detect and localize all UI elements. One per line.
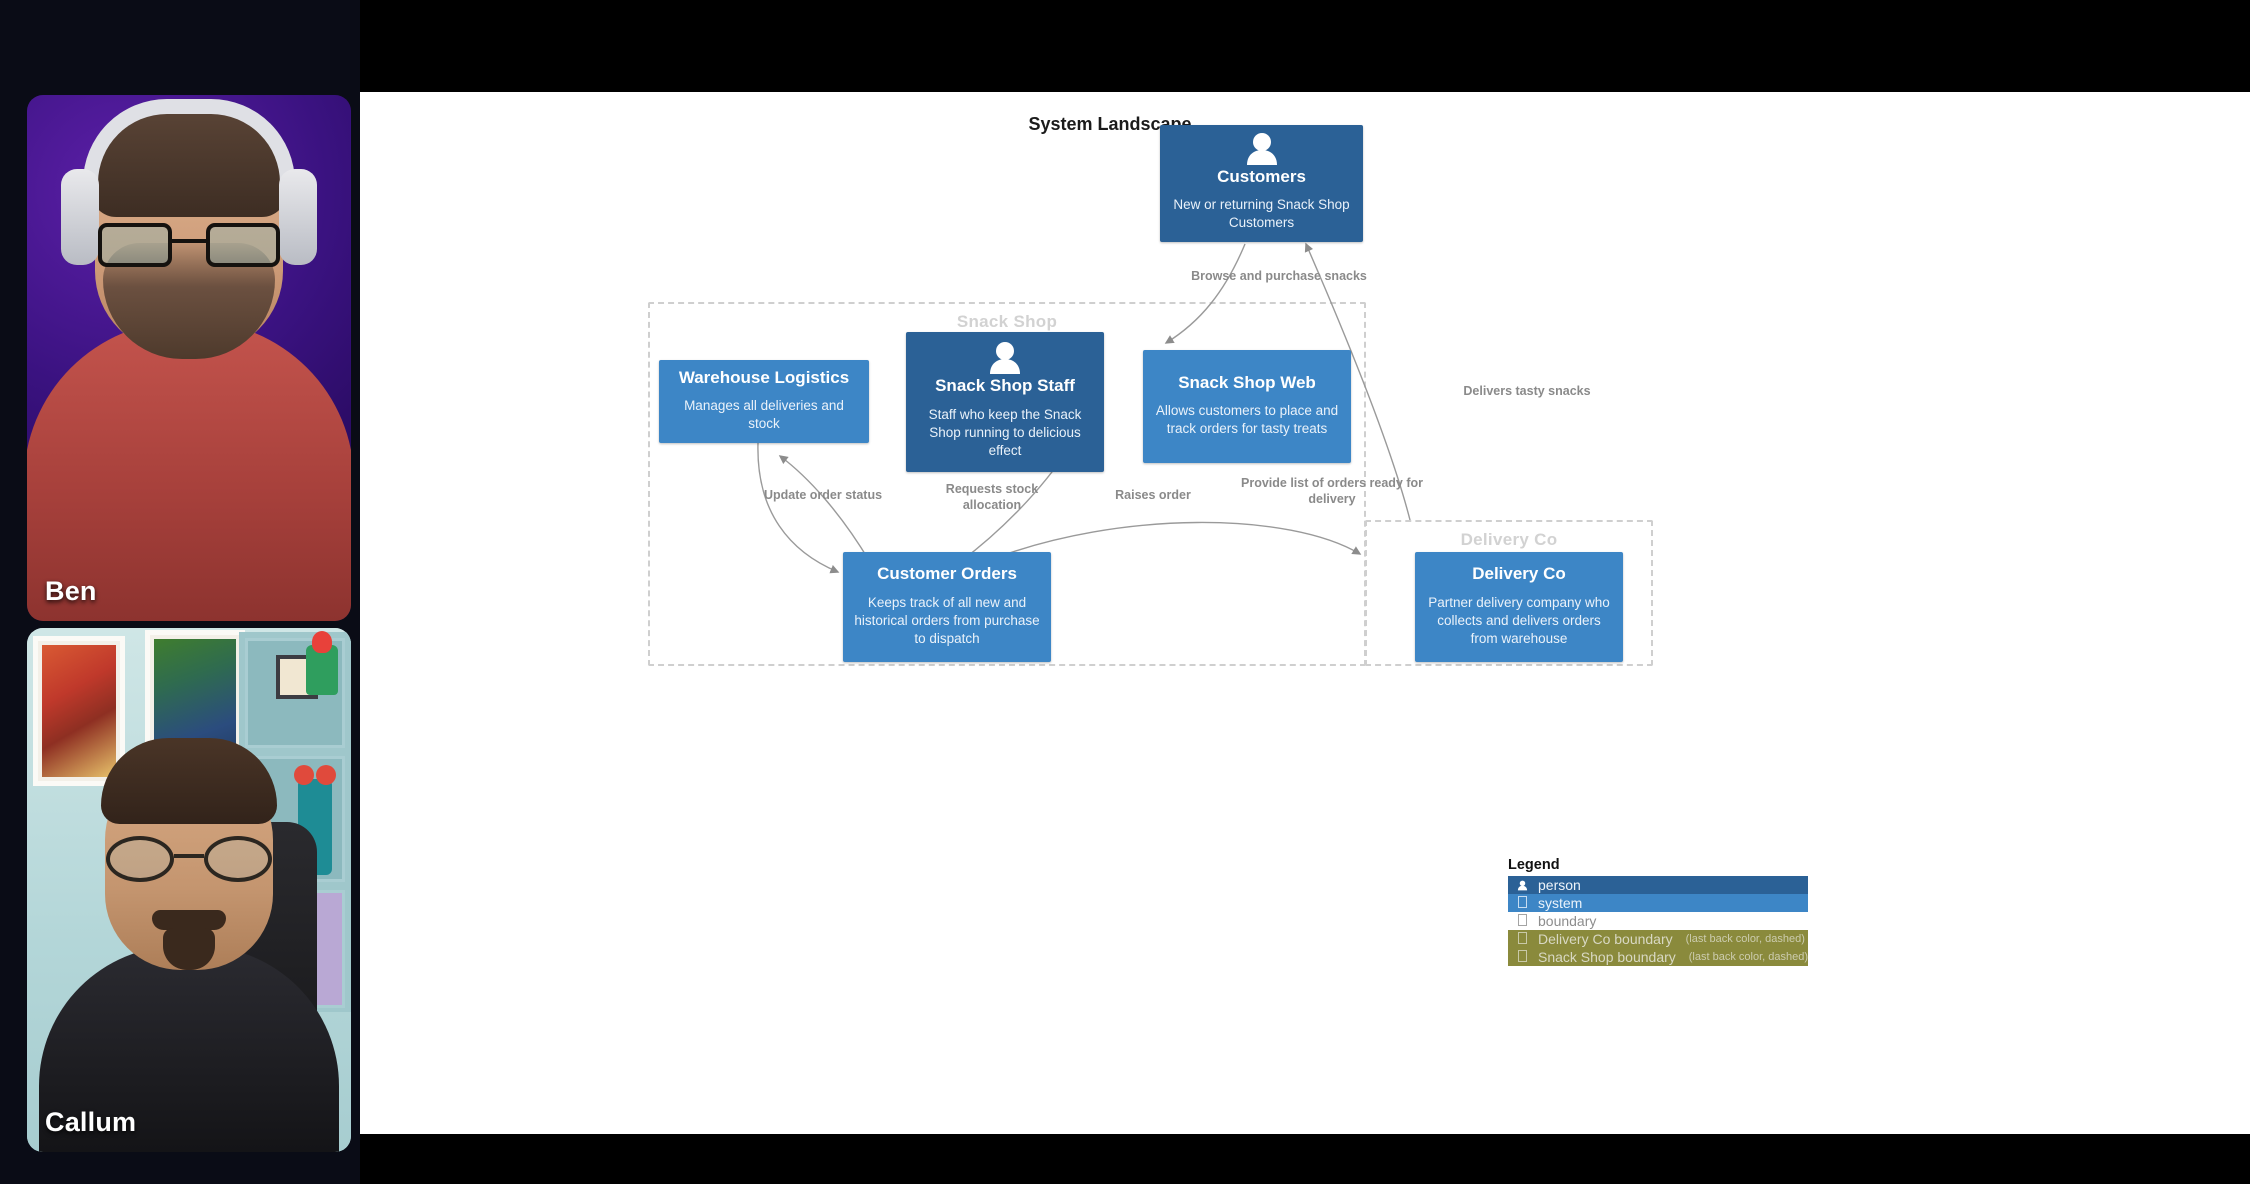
node-snack-shop-web[interactable]: Snack Shop Web Allows customers to place… [1143, 350, 1351, 463]
edge-label-requests-stock: Requests stock allocation [945, 482, 1039, 512]
participant-name-callum: Callum [45, 1107, 137, 1137]
edge-label-provide-list: Provide list of orders ready for deliver… [1241, 476, 1423, 506]
ben-lens-right [206, 223, 280, 267]
node-description: Allows customers to place and track orde… [1155, 403, 1339, 437]
ben-headphone-band [83, 99, 295, 183]
shared-screen[interactable]: System Landscape Snack Shop Delivery Co [360, 0, 2250, 1184]
callum-video-background [27, 628, 351, 1152]
legend-row-delivery-co-boundary: Delivery Co boundary (last back color, d… [1508, 930, 1808, 948]
callum-glasses-bridge [174, 854, 204, 858]
legend-label: boundary [1538, 913, 1597, 929]
person-icon [1170, 132, 1353, 165]
diagram-title: System Landscape [1028, 114, 1192, 134]
ben-headphone-left [61, 169, 99, 265]
shared-screen-topbar [360, 0, 2250, 92]
node-title: Customers [1217, 166, 1306, 186]
edge-label-delivers-snacks: Delivers tasty snacks [1463, 384, 1591, 398]
node-snack-shop-staff[interactable]: Snack Shop Staff Staff who keep the Snac… [906, 332, 1104, 472]
legend-label: person [1538, 877, 1581, 893]
legend-note: (last back color, dashed) [1685, 933, 1805, 945]
node-title: Delivery Co [1472, 564, 1566, 584]
box-icon [1514, 914, 1530, 928]
node-delivery-co[interactable]: Delivery Co Partner delivery company who… [1415, 552, 1623, 662]
boundary-delivery-co: Delivery Co [1365, 520, 1653, 666]
edge-requests-stock [778, 455, 871, 563]
plant-decoration [306, 631, 338, 695]
node-description: New or returning Snack Shop Customers [1173, 197, 1350, 231]
person-icon [916, 342, 1094, 375]
boundary-label-delivery-co: Delivery Co [1460, 530, 1558, 549]
participant-name-ben: Ben [45, 576, 97, 606]
legend: Legend person system [1508, 857, 1808, 966]
callum-moustache [152, 910, 226, 930]
edge-update-order-status [757, 442, 840, 574]
callum-lens-left [106, 836, 174, 882]
node-description: Staff who keep the Snack Shop running to… [928, 406, 1082, 458]
legend-label: Delivery Co boundary [1538, 931, 1673, 947]
legend-title: Legend [1508, 857, 1560, 873]
node-customer-orders[interactable]: Customer Orders Keeps track of all new a… [843, 552, 1051, 662]
boundary-snack-shop: Snack Shop [648, 302, 1366, 666]
shelf-compartment [245, 631, 345, 748]
ben-video-background [27, 95, 351, 621]
callum-glasses [106, 836, 272, 884]
edge-label-update-order-status: Update order status [763, 488, 883, 502]
callum-torso [39, 946, 339, 1152]
legend-label: system [1538, 895, 1583, 911]
legend-label: Snack Shop boundary [1538, 949, 1676, 965]
node-title: Warehouse Logistics [678, 367, 850, 387]
callum-goatee [163, 928, 215, 970]
ben-headphone-right [279, 169, 317, 265]
edge-label-browse-purchase: Browse and purchase snacks [1191, 269, 1367, 283]
edge-delivers-snacks [1304, 242, 1411, 521]
node-customers[interactable]: Customers New or returning Snack Shop Cu… [1160, 125, 1363, 242]
person-icon [1514, 879, 1530, 891]
node-warehouse-logistics[interactable]: Warehouse Logistics Manages all deliveri… [659, 360, 869, 443]
system-landscape-diagram: System Landscape Snack Shop Delivery Co [360, 92, 2250, 1134]
diagram-title-wrapper: System Landscape [950, 114, 1270, 135]
edge-browse-purchase [1164, 243, 1246, 344]
node-title: Snack Shop Staff [935, 376, 1075, 396]
box-icon [1514, 896, 1530, 910]
node-title: Customer Orders [877, 564, 1017, 584]
diagram-canvas[interactable]: System Landscape Snack Shop Delivery Co [360, 92, 2250, 1134]
edge-label-raises-order: Raises order [1115, 488, 1191, 502]
ben-lens-left [98, 223, 172, 267]
box-icon [1514, 932, 1530, 946]
legend-row-snack-shop-boundary: Snack Shop boundary (last back color, da… [1508, 948, 1808, 966]
ben-beard [103, 243, 275, 359]
callum-hair [101, 738, 277, 824]
node-description: Manages all deliveries and stock [684, 398, 844, 432]
edge-provide-list [989, 521, 1362, 561]
boundary-label-snack-shop: Snack Shop [956, 312, 1058, 331]
legend-row-system: system [1508, 894, 1808, 912]
callum-lens-right [204, 836, 272, 882]
shared-screen-bottombar [360, 1134, 2250, 1184]
node-description: Keeps track of all new and historical or… [854, 594, 1040, 646]
node-description: Partner delivery company who collects an… [1428, 594, 1610, 646]
legend-note: (last back color, dashed) [1688, 951, 1808, 963]
legend-row-person: person [1508, 876, 1808, 894]
wall-poster [33, 636, 125, 786]
box-icon [1514, 950, 1530, 964]
ben-torso [27, 321, 351, 621]
diagram-edges [757, 242, 1411, 574]
participant-tile-ben[interactable]: Ben [27, 95, 351, 621]
ben-glasses [98, 223, 280, 269]
participant-tile-callum[interactable]: Callum [27, 628, 351, 1152]
legend-row-boundary: boundary [1508, 912, 1808, 930]
ben-glasses-bridge [172, 239, 206, 243]
node-title: Snack Shop Web [1178, 372, 1316, 392]
participant-video-rail: Ben [0, 0, 360, 1184]
